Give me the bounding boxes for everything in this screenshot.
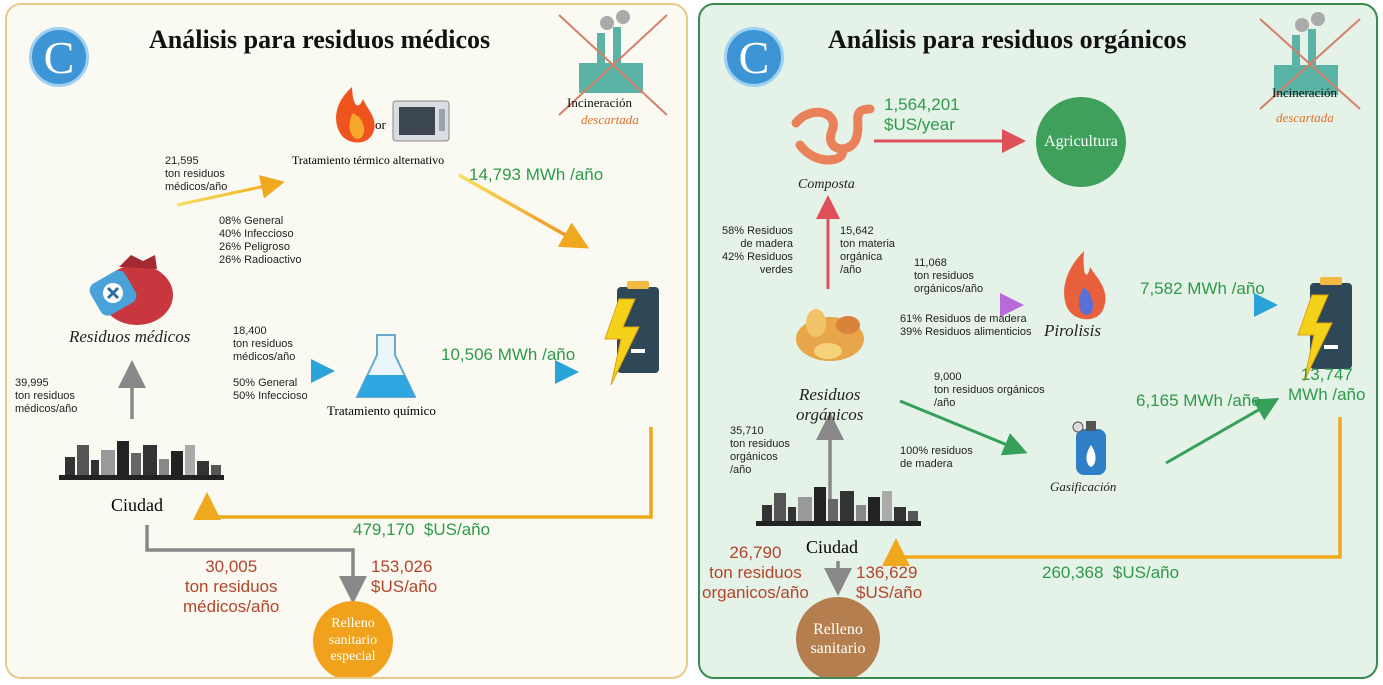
city-skyline-icon <box>59 441 224 480</box>
thermal-energy-text: 14,793 MWh /año <box>469 165 604 184</box>
arrow-savings-return <box>193 427 653 520</box>
medical-waste-panel: C Análisis para residuos médicos Inciner… <box>5 3 688 679</box>
panel-title: Análisis para residuos médicos <box>149 25 491 54</box>
city-input-text: 35,710 ton residuos orgánicos /año <box>730 425 790 476</box>
organic-waste-panel: C Análisis para residuos orgánicos Incin… <box>698 3 1378 679</box>
c-logo-icon: C <box>29 27 89 87</box>
incineration-label: Incineración <box>567 95 632 110</box>
thermal-mix-text: 08% General 40% Infeccioso 26% Peligroso… <box>219 215 302 266</box>
total-energy-text: 13,747 MWh /año <box>1288 365 1366 405</box>
landfill-tons-text: 26,790 ton residuos organicos/año <box>702 543 809 603</box>
landfill-node: Relleno sanitario <box>796 597 880 677</box>
medical-waste-label: Residuos médicos <box>69 327 191 346</box>
battery-energy-icon <box>1297 277 1352 382</box>
gasification-mix-text: 100% residuos de madera <box>900 445 973 470</box>
arrow-gasification-energy <box>1165 398 1280 465</box>
chemical-energy-text: 10,506 MWh /año <box>441 345 576 364</box>
chemical-mix-text: 50% General 50% Infeccioso <box>233 377 308 402</box>
gasification-energy-text: 6,165 MWh /año <box>1136 391 1261 410</box>
or-label: or <box>375 117 386 132</box>
landfill-cost-text: 153,026 $US/año <box>371 557 438 597</box>
landfill-tons-text: 30,005 ton residuos médicos/año <box>183 557 280 617</box>
compost-revenue-text: 1,564,201 $US/year <box>884 95 960 135</box>
arrow-thermal-energy <box>458 173 590 249</box>
landfill-cost-text: 136,629 $US/año <box>856 563 923 603</box>
city-label: Ciudad <box>806 537 858 557</box>
incineration-label: Incineración <box>1272 85 1337 100</box>
savings-text: 479,170 $US/año <box>353 520 491 539</box>
pyrolysis-energy-text: 7,582 MWh /año <box>1140 279 1265 298</box>
agriculture-node: Agricultura <box>1036 97 1126 187</box>
medical-waste-bag-icon <box>89 255 173 325</box>
pyrolysis-mix-text: 61% Residuos de madera 39% Residuos alim… <box>900 313 1032 338</box>
savings-text: 260,368 $US/año <box>1042 563 1180 582</box>
panel-title: Análisis para residuos orgánicos <box>828 25 1187 54</box>
organic-waste-icon <box>796 309 864 361</box>
incineration-status: descartada <box>1276 110 1334 125</box>
compost-mix-text: 58% Residuos de madera 42% Residuos verd… <box>722 225 793 276</box>
gas-cylinder-icon <box>1072 421 1106 475</box>
flame-icon <box>336 87 375 143</box>
compost-label: Composta <box>798 177 855 192</box>
chemical-input-text: 18,400 ton residuos médicos/año <box>233 325 296 363</box>
special-landfill-node: Relleno sanitario especial <box>313 601 393 677</box>
microwave-icon <box>392 100 450 142</box>
arrow-savings-return <box>882 417 1342 566</box>
city-skyline-icon <box>756 487 921 526</box>
city-input-text: 39,995 ton residuos médicos/año <box>15 377 78 415</box>
arrow-to-landfill <box>145 525 367 604</box>
gasification-input-text: 9,000 ton residuos orgánicos /año <box>934 371 1045 409</box>
arrow-to-gasification <box>899 399 1028 456</box>
organic-flow-arrows <box>756 12 1361 596</box>
organic-waste-label: Residuos orgánicos <box>796 385 864 425</box>
city-label: Ciudad <box>111 495 163 515</box>
thermal-input-text: 21,595 ton residuos médicos/año <box>165 155 228 193</box>
compost-worm-icon <box>791 104 875 165</box>
arrow-to-thermal <box>176 175 285 207</box>
chemical-flask-icon <box>355 334 417 398</box>
chemical-treatment-label: Tratamiento químico <box>327 403 436 418</box>
gasification-label: Gasificación <box>1050 479 1117 494</box>
battery-energy-icon <box>604 281 659 386</box>
pyrolysis-input-text: 11,068 ton residuos orgánicos/año <box>914 257 984 295</box>
incineration-status: descartada <box>581 112 639 127</box>
pyrolysis-label: Pirolisis <box>1044 321 1101 340</box>
compost-input-text: 15,642 ton materia orgánica /año <box>840 225 896 276</box>
medical-flow-arrows <box>59 10 668 604</box>
factory-crossed-icon <box>1259 12 1361 110</box>
pyrolysis-flame-icon <box>1064 251 1106 320</box>
c-logo-icon: C <box>724 27 784 87</box>
thermal-treatment-label: Tratamiento térmico alternativo <box>292 153 445 167</box>
factory-crossed-icon <box>558 10 668 116</box>
